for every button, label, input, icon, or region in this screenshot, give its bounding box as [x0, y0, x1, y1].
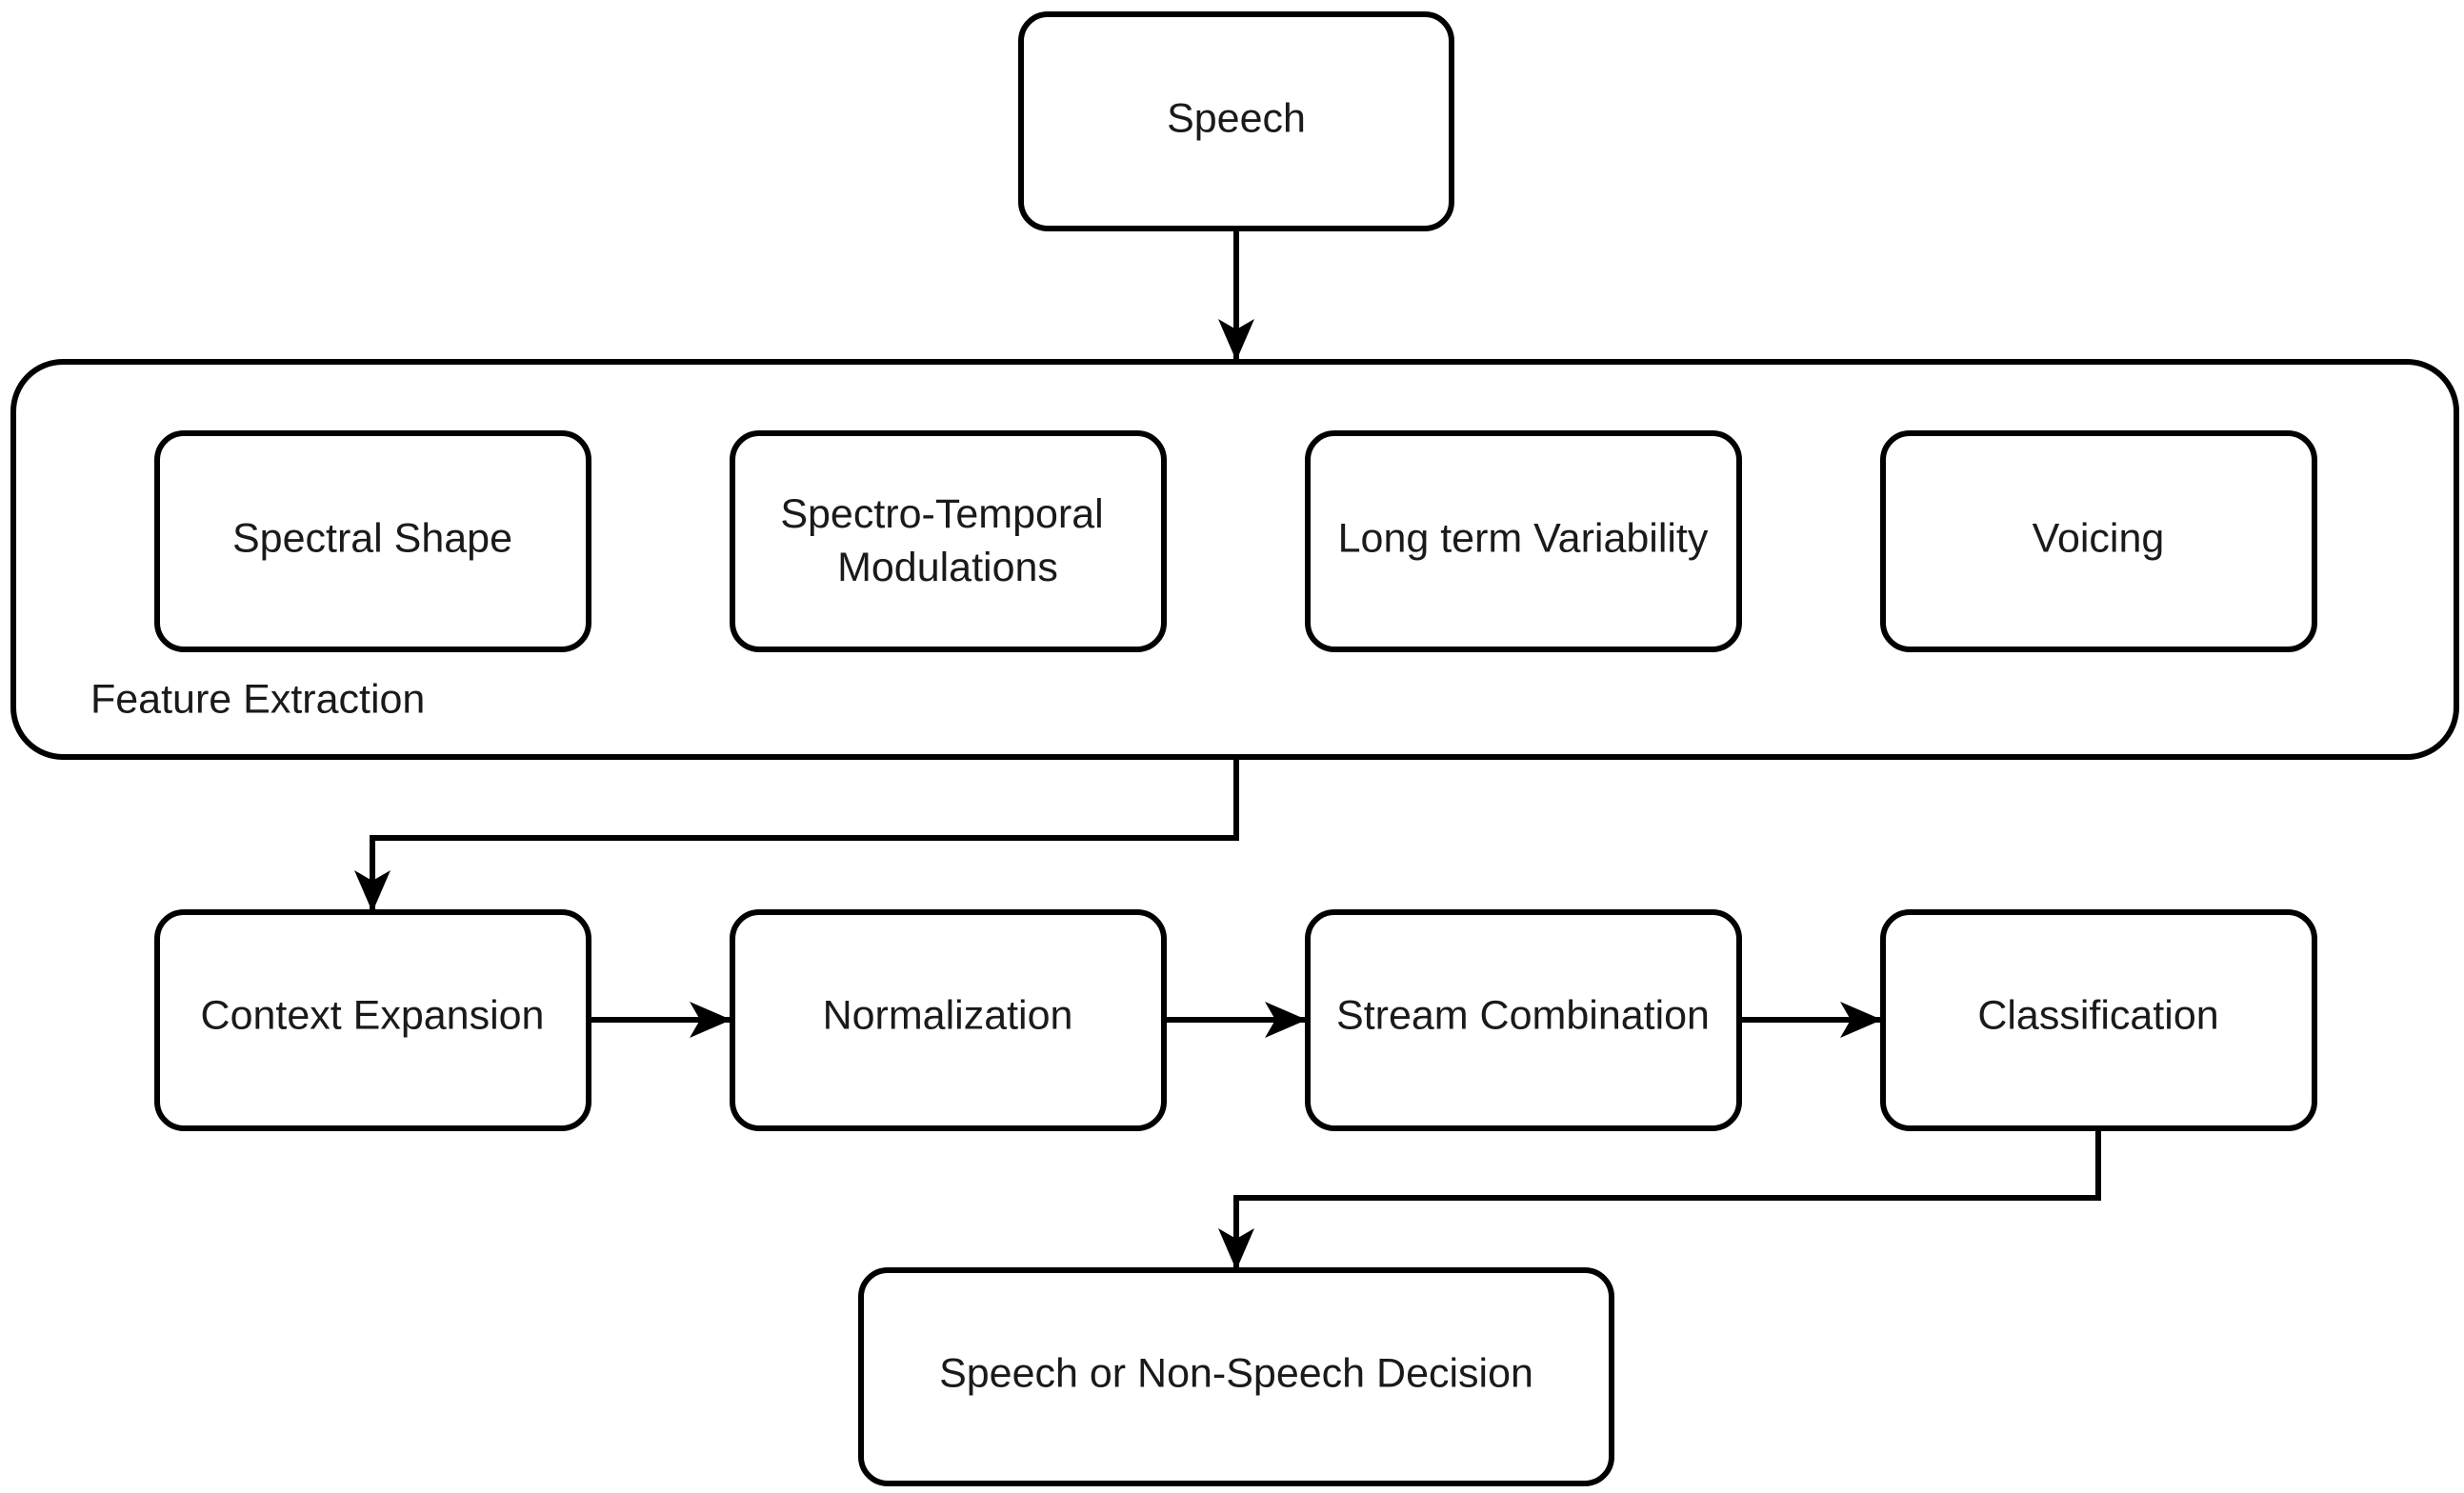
feature-node-voicing: Voicing: [1880, 430, 2317, 652]
speech-input-node: Speech: [1018, 11, 1454, 231]
feature-label-long-term-variability: Long term Variability: [1338, 515, 1709, 561]
feature-label-spectral-shape: Spectral Shape: [232, 515, 512, 561]
edge-classification-to-decision: [1218, 1128, 2101, 1270]
pipeline-label-stream-combination: Stream Combination: [1336, 992, 1710, 1038]
feature-label-spectro-temporal-modulations: Spectro-Temporal Modulations: [780, 491, 1114, 590]
feature-node-spectral-shape: Spectral Shape: [154, 430, 591, 652]
feature-extraction-title: Feature Extraction: [90, 676, 425, 722]
feature-node-spectro-temporal-modulations: Spectro-Temporal Modulations: [730, 430, 1167, 652]
pipeline-node-normalization: Normalization: [730, 909, 1167, 1131]
feature-extraction-group: Feature Extraction Spectral Shape Spectr…: [10, 359, 2459, 760]
pipeline-node-stream-combination: Stream Combination: [1305, 909, 1742, 1131]
pipeline-label-classification: Classification: [1977, 992, 2218, 1038]
pipeline-label-normalization: Normalization: [823, 992, 1073, 1038]
feature-label-line-2: Modulations: [837, 545, 1058, 590]
pipeline-label-context-expansion: Context Expansion: [201, 992, 545, 1038]
edge-feature-extraction-to-context-expansion: [354, 757, 1239, 912]
pipeline-node-classification: Classification: [1880, 909, 2317, 1131]
decision-output-label: Speech or Non-Speech Decision: [939, 1350, 1533, 1396]
feature-node-long-term-variability: Long term Variability: [1305, 430, 1742, 652]
feature-label-line-1: Spectro-Temporal: [780, 491, 1103, 537]
speech-input-label: Speech: [1167, 95, 1306, 141]
decision-output-node: Speech or Non-Speech Decision: [858, 1267, 1614, 1486]
pipeline-node-context-expansion: Context Expansion: [154, 909, 591, 1131]
feature-label-voicing: Voicing: [2033, 515, 2165, 561]
